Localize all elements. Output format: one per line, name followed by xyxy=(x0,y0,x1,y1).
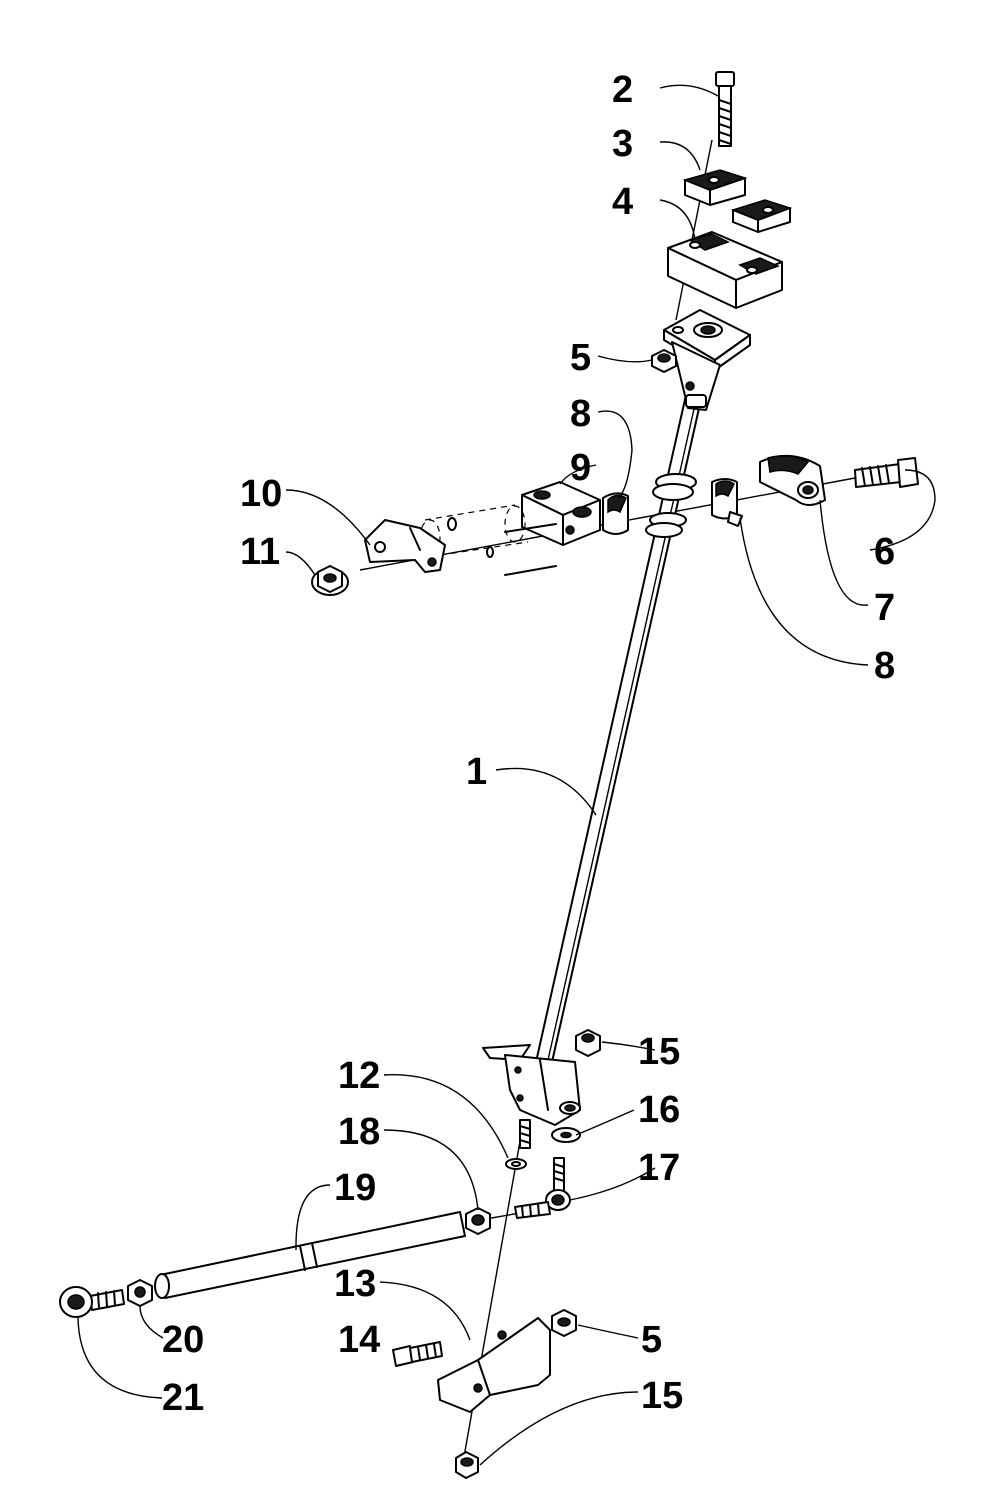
callout-18: 18 xyxy=(338,1111,380,1153)
bushing-8-left xyxy=(602,492,629,535)
callout-15-upper: 15 xyxy=(638,1031,680,1073)
callout-1: 1 xyxy=(466,751,487,793)
nut-15-upper xyxy=(575,1029,601,1057)
washer-12 xyxy=(505,1158,527,1170)
tie-rod-19 xyxy=(154,1211,466,1299)
callout-6: 6 xyxy=(874,531,895,573)
callout-8-lower: 8 xyxy=(874,645,895,687)
bolt-6 xyxy=(854,457,919,488)
handlebar-clamp-upper-3 xyxy=(682,169,793,233)
callout-14: 14 xyxy=(338,1319,380,1361)
callout-9: 9 xyxy=(570,447,591,489)
nut-15-lower xyxy=(455,1451,479,1479)
callout-4: 4 xyxy=(612,181,633,223)
stud-on-bracket xyxy=(519,1119,531,1149)
washer-16 xyxy=(551,1127,581,1143)
callout-8-upper: 8 xyxy=(570,393,591,435)
handlebar-clamp-lower-4 xyxy=(667,231,783,309)
callout-17: 17 xyxy=(638,1147,680,1189)
tie-rod-end-21 xyxy=(59,1286,125,1318)
callout-11: 11 xyxy=(240,531,280,573)
callout-15-lower: 15 xyxy=(641,1375,683,1417)
callout-5-upper: 5 xyxy=(570,337,591,379)
callout-16: 16 xyxy=(638,1089,680,1131)
jam-nut-20 xyxy=(127,1279,153,1307)
jam-nut-18 xyxy=(465,1207,491,1235)
lower-bracket-13 xyxy=(437,1317,551,1413)
flange-nut-11 xyxy=(311,565,349,596)
bracket-10 xyxy=(364,519,446,573)
callout-5-lower: 5 xyxy=(641,1319,662,1361)
callout-3: 3 xyxy=(612,123,633,165)
callout-20: 20 xyxy=(162,1319,204,1361)
bolt-2 xyxy=(715,71,735,147)
callout-21: 21 xyxy=(162,1377,204,1419)
leader-lines xyxy=(77,84,936,1466)
callout-labels: 1 2 3 4 5 5 6 7 8 8 9 10 11 12 13 14 15 … xyxy=(162,69,895,1419)
nut-5-lower xyxy=(551,1309,577,1337)
callout-13: 13 xyxy=(334,1263,376,1305)
callout-12: 12 xyxy=(338,1055,380,1097)
callout-19: 19 xyxy=(334,1167,376,1209)
tie-rod-end-17 xyxy=(514,1157,571,1219)
steering-post-top-mount xyxy=(663,309,751,411)
bushing-8-right xyxy=(711,478,743,527)
callout-2: 2 xyxy=(612,69,633,111)
bolt-14 xyxy=(392,1341,443,1367)
nut-5-upper xyxy=(651,349,677,373)
callout-7: 7 xyxy=(874,587,895,629)
housing-cap-7 xyxy=(759,454,826,506)
callout-10: 10 xyxy=(240,473,282,515)
lower-post-bracket xyxy=(482,1044,581,1126)
bushing-housing-9 xyxy=(521,481,601,546)
